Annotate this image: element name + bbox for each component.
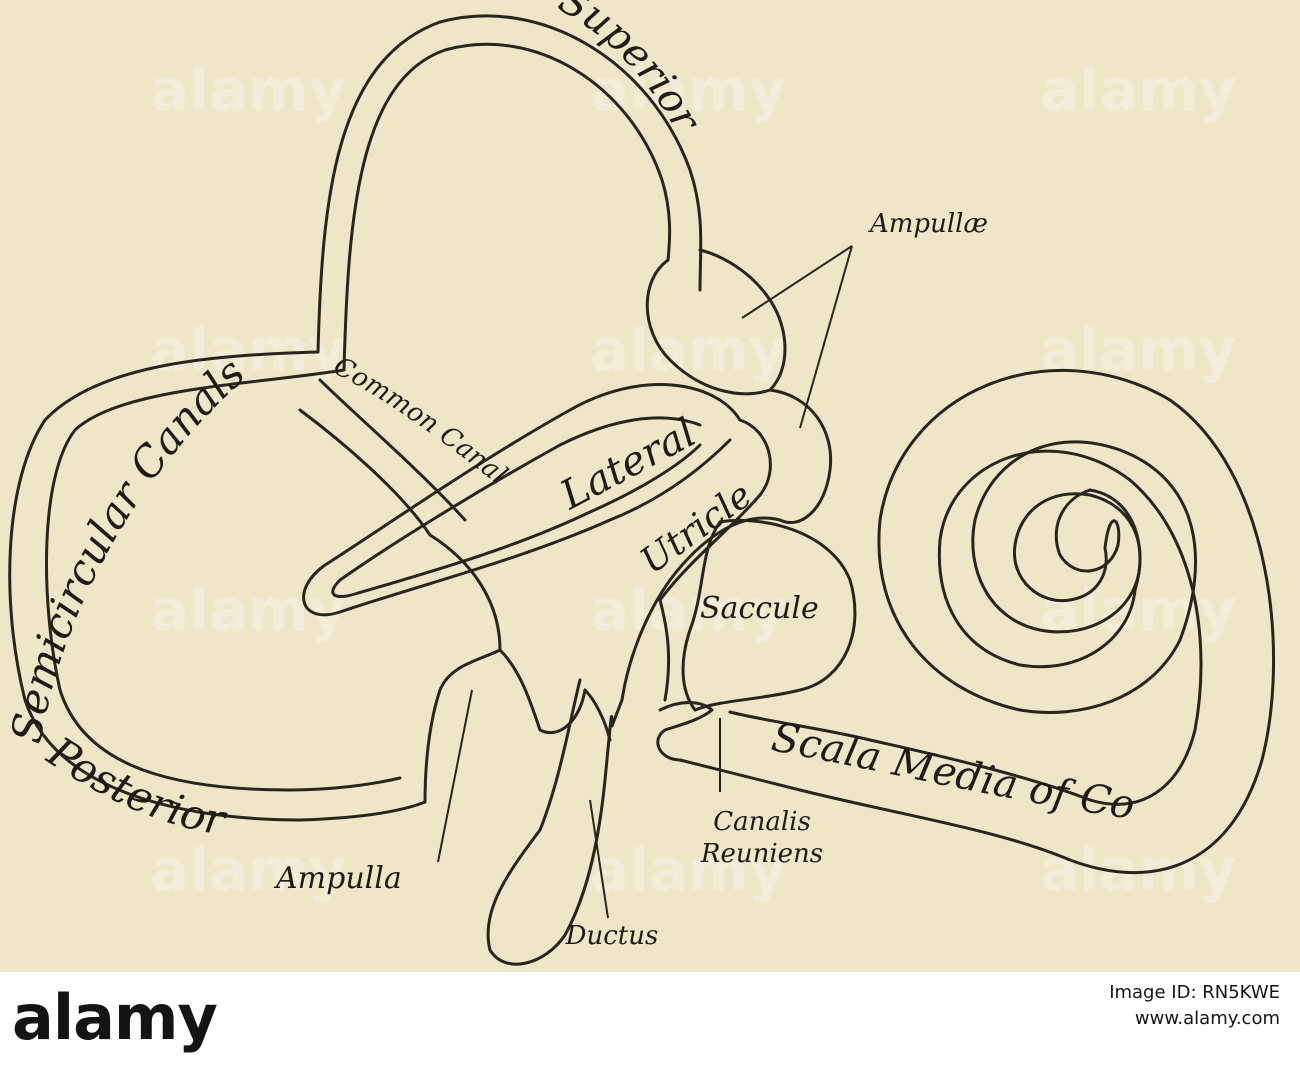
lateral-canal-inner: [331, 416, 702, 598]
superior-canal-outer: [316, 14, 703, 354]
label-ampullae: Ampullæ: [868, 209, 988, 239]
label-lateral-canal: Lateral: [552, 410, 703, 520]
watermark: alamy: [150, 836, 346, 904]
label-reuniens: Reuniens: [700, 839, 823, 869]
label-ductus: Ductus: [565, 921, 659, 951]
utricle-outline: [610, 388, 833, 728]
saccule-outline: [681, 518, 857, 712]
label-canalis: Canalis: [713, 807, 811, 837]
leader-line: [437, 689, 473, 863]
label-utricle: Utricle: [633, 475, 759, 583]
watermark: alamy: [150, 576, 346, 644]
site-url[interactable]: www.alamy.com: [1134, 1008, 1280, 1029]
watermark: alamy: [1040, 576, 1236, 644]
lateral-canal-outer: [302, 383, 742, 617]
watermark: alamy: [1040, 56, 1236, 124]
cochlear-spiral: [1012, 492, 1142, 603]
label-ampulla: Ampulla: [273, 861, 402, 896]
stock-footer: alamy Image ID: RN5KWE www.alamy.com: [0, 972, 1300, 1065]
label-semicircular-canals: Semicircular Canals: [1, 348, 254, 747]
utricle-outline: [658, 418, 772, 602]
inner-ear-diagram: alamy alamy alamy alamy alamy alamy alam…: [0, 0, 1275, 966]
alamy-logo: alamy: [12, 981, 218, 1054]
watermark: alamy: [1040, 316, 1236, 384]
watermark: alamy: [150, 56, 346, 124]
posterior-ampulla: [498, 648, 587, 735]
leader-line: [589, 799, 609, 919]
cochlear-duct-inner: [728, 449, 1203, 806]
watermark: alamy: [590, 316, 786, 384]
posterior-ampulla: [423, 533, 502, 804]
image-credit: Image ID: RN5KWE www.alamy.com: [1109, 980, 1280, 1032]
posterior-canal-outer: [8, 350, 427, 822]
label-saccule: Saccule: [700, 591, 819, 626]
cochlear-apex: [1054, 488, 1121, 573]
ductus-outline: [583, 688, 612, 742]
leader-line: [741, 245, 853, 319]
cochlear-duct-outer: [678, 368, 1275, 874]
leader-line: [799, 245, 853, 429]
saccule-outline: [658, 598, 671, 702]
image-id: Image ID: RN5KWE: [1109, 982, 1280, 1003]
watermark: alamy: [590, 836, 786, 904]
canalis-reuniens-outline: [656, 701, 714, 762]
common-canal-wall: [298, 408, 432, 537]
label-common-canal: Common Canal: [329, 351, 513, 490]
ductus-outline: [486, 678, 614, 966]
watermark: alamy: [150, 316, 346, 384]
common-canal-wall: [318, 378, 467, 522]
superior-canal-inner: [342, 42, 672, 372]
posterior-canal-inner: [45, 368, 402, 792]
diagram-canvas: alamy alamy alamy alamy alamy alamy alam…: [0, 0, 1275, 966]
watermark: alamy: [1040, 836, 1236, 904]
